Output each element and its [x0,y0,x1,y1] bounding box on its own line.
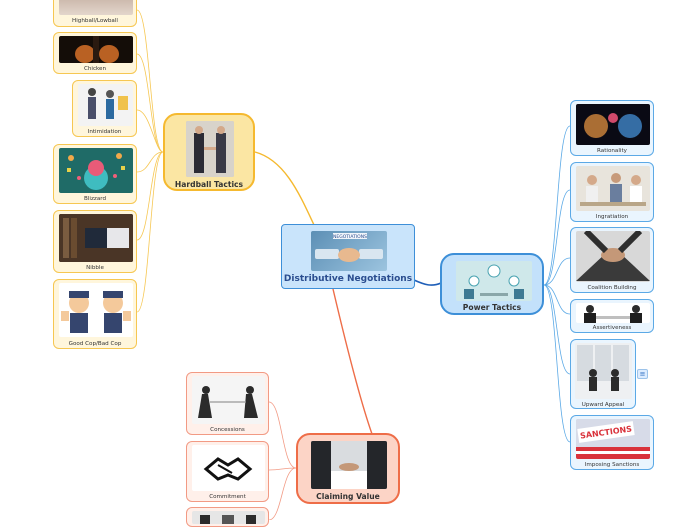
note-icon[interactable]: ≡ [637,369,648,379]
power-tactics-title: Power Tactics [442,303,542,312]
good-cop-bad-cop-image [59,283,133,337]
topic-partial-offscreen[interactable] [186,507,269,527]
claiming-value-title: Claiming Value [298,492,398,501]
label-concessions: Concessions [187,427,268,433]
topic-upward-appeal[interactable]: Upward Appeal [570,339,636,409]
label-intimidation: Intimidation [73,129,136,135]
hardball-handshake-image [186,121,234,177]
negotiations-handshake-image: NEGOTIATIONS [311,231,387,271]
assertiveness-image [576,303,650,323]
label-upward-appeal: Upward Appeal [571,402,635,408]
topic-assertiveness[interactable]: Assertiveness [570,299,654,333]
topic-blizzard[interactable]: Blizzard [53,144,137,204]
rationality-image [576,104,650,145]
topic-good-cop-bad-cop[interactable]: Good Cop/Bad Cop [53,279,137,349]
topic-commitment[interactable]: Commitment [186,441,269,502]
label-assertiveness: Assertiveness [571,325,653,331]
power-tactics-topic[interactable]: Power Tactics [440,253,544,315]
topic-imposing-sanctions[interactable]: SANCTIONS Imposing Sanctions [570,415,654,470]
claiming-value-image [311,441,387,489]
topic-rationality[interactable]: Rationality [570,100,654,156]
concessions-image [192,376,265,424]
hardball-tactics-title: Hardball Tactics [165,180,253,189]
blizzard-image [59,148,133,193]
ingratiation-image [576,166,650,211]
topic-concessions[interactable]: Concessions [186,372,269,435]
label-good-cop-bad-cop: Good Cop/Bad Cop [54,341,136,347]
upward-appeal-image [575,343,632,399]
label-ingratiation: Ingratiation [571,214,653,220]
imposing-sanctions-image: SANCTIONS [576,419,650,459]
label-commitment: Commitment [187,494,268,500]
central-topic-title: Distributive Negotiations [282,274,414,284]
topic-nibble[interactable]: Nibble [53,210,137,273]
label-coalition-building: Coalition Building [571,285,653,291]
power-tactics-image [456,261,532,301]
nibble-image [59,214,133,262]
chicken-image [59,36,133,63]
label-imposing-sanctions: Imposing Sanctions [571,462,653,468]
partial-topic-image [192,511,265,524]
topic-coalition-building[interactable]: Coalition Building [570,227,654,293]
claiming-value-topic[interactable]: Claiming Value [296,433,400,504]
banner-negotiations: NEGOTIATIONS [333,234,367,240]
label-rationality: Rationality [571,148,653,154]
hardball-tactics-topic[interactable]: Hardball Tactics [163,113,255,191]
topic-chicken[interactable]: Chicken [53,32,137,74]
intimidation-image [78,84,133,126]
label-blizzard: Blizzard [54,196,136,202]
label-chicken: Chicken [54,66,136,72]
topic-highball-lowball[interactable]: Highball/Lowball [53,0,137,27]
commitment-image [192,445,265,491]
highball-lowball-image [59,0,133,15]
topic-ingratiation[interactable]: Ingratiation [570,162,654,222]
coalition-building-image [576,231,650,282]
label-nibble: Nibble [54,265,136,271]
topic-intimidation[interactable]: Intimidation [72,80,137,137]
central-topic[interactable]: NEGOTIATIONS Distributive Negotiations [281,224,415,289]
label-highball-lowball: Highball/Lowball [54,18,136,24]
